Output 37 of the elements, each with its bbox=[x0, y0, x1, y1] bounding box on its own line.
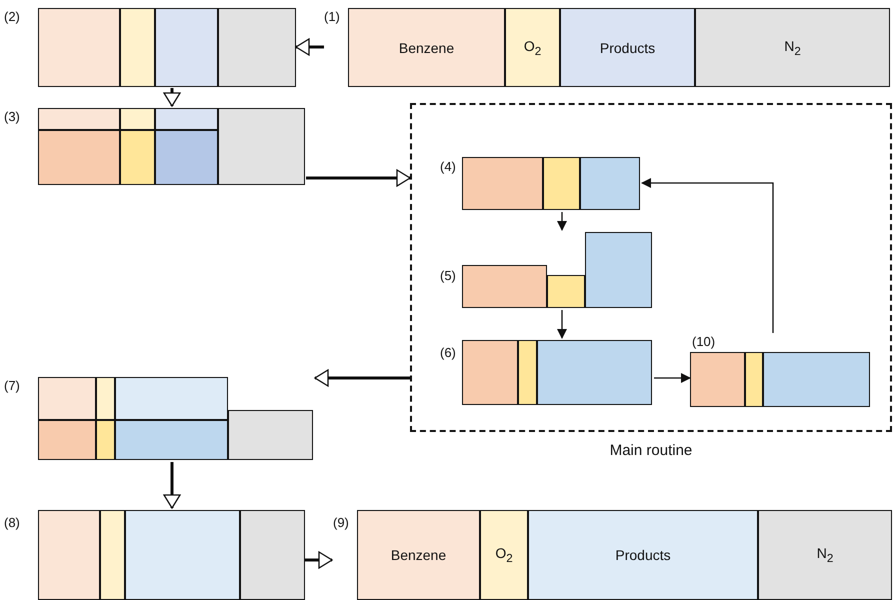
species-label: N$_{2}$ bbox=[816, 545, 834, 565]
step-number: (4) bbox=[440, 159, 456, 175]
species-label: O$_{2}$ bbox=[495, 545, 513, 565]
bar-segment bbox=[505, 8, 560, 87]
bar-segment bbox=[348, 8, 505, 87]
bar-segment bbox=[695, 8, 890, 87]
arrow bbox=[163, 88, 181, 107]
bar-segment bbox=[480, 510, 528, 600]
arrow bbox=[557, 212, 567, 231]
step-number: (1) bbox=[324, 9, 340, 25]
frame-caption: Main routine bbox=[608, 442, 694, 459]
bar-segment bbox=[560, 8, 695, 87]
step-number: (10) bbox=[692, 334, 716, 350]
arrow bbox=[557, 310, 567, 339]
bar-segment bbox=[528, 510, 758, 600]
step-number: (2) bbox=[4, 9, 20, 25]
species-label: Benzene bbox=[398, 40, 454, 56]
arrow bbox=[295, 38, 324, 56]
species-label: Products bbox=[600, 40, 656, 56]
bar-segment bbox=[758, 510, 892, 600]
step-number: (9) bbox=[333, 515, 349, 531]
species-label: Products bbox=[615, 547, 671, 563]
arrow bbox=[305, 551, 333, 569]
step-number: (8) bbox=[4, 515, 20, 531]
species-label: O$_{2}$ bbox=[524, 38, 542, 58]
arrow bbox=[163, 462, 181, 509]
step-number: (6) bbox=[440, 345, 456, 361]
arrow bbox=[306, 169, 411, 187]
step-number: (3) bbox=[4, 109, 20, 125]
species-label: Benzene bbox=[390, 547, 446, 563]
arrow bbox=[314, 369, 410, 387]
species-label: N$_{2}$ bbox=[784, 38, 801, 58]
bar-segment bbox=[357, 510, 480, 600]
step-number: (7) bbox=[4, 378, 20, 394]
arrow bbox=[641, 178, 774, 333]
step-number: (5) bbox=[440, 268, 456, 284]
arrow bbox=[654, 373, 691, 383]
